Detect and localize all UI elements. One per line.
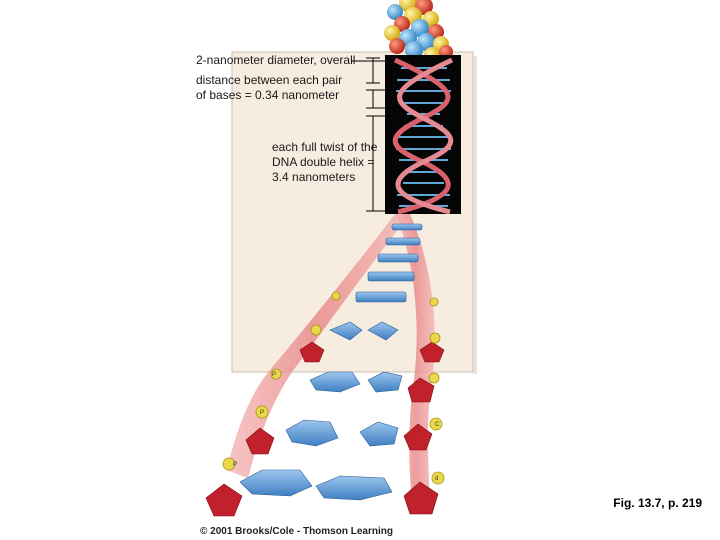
small-atom-labels: P P C d P [233, 372, 440, 482]
diameter-label: 2-nanometer diameter, overall [196, 53, 356, 67]
svg-text:P: P [272, 372, 276, 378]
svg-text:P: P [233, 462, 237, 468]
deoxyribose-sugars [205, 341, 445, 517]
dimension-markers [352, 57, 398, 212]
base-pairs [239, 223, 423, 501]
base-pair-distance-label: distance between each pair of bases = 0.… [196, 73, 343, 102]
svg-text:C: C [435, 422, 440, 428]
helix-strands [392, 57, 454, 215]
space-filling-model [384, 0, 453, 63]
full-twist-label: each full twist of the DNA double helix … [272, 140, 378, 184]
figure-caption: Fig. 13.7, p. 219 [613, 496, 702, 510]
svg-text:d: d [435, 476, 438, 482]
copyright-notice: © 2001 Brooks/Cole - Thomson Learning [200, 526, 393, 537]
phosphate-groups [222, 291, 445, 485]
svg-text:P: P [260, 410, 264, 416]
